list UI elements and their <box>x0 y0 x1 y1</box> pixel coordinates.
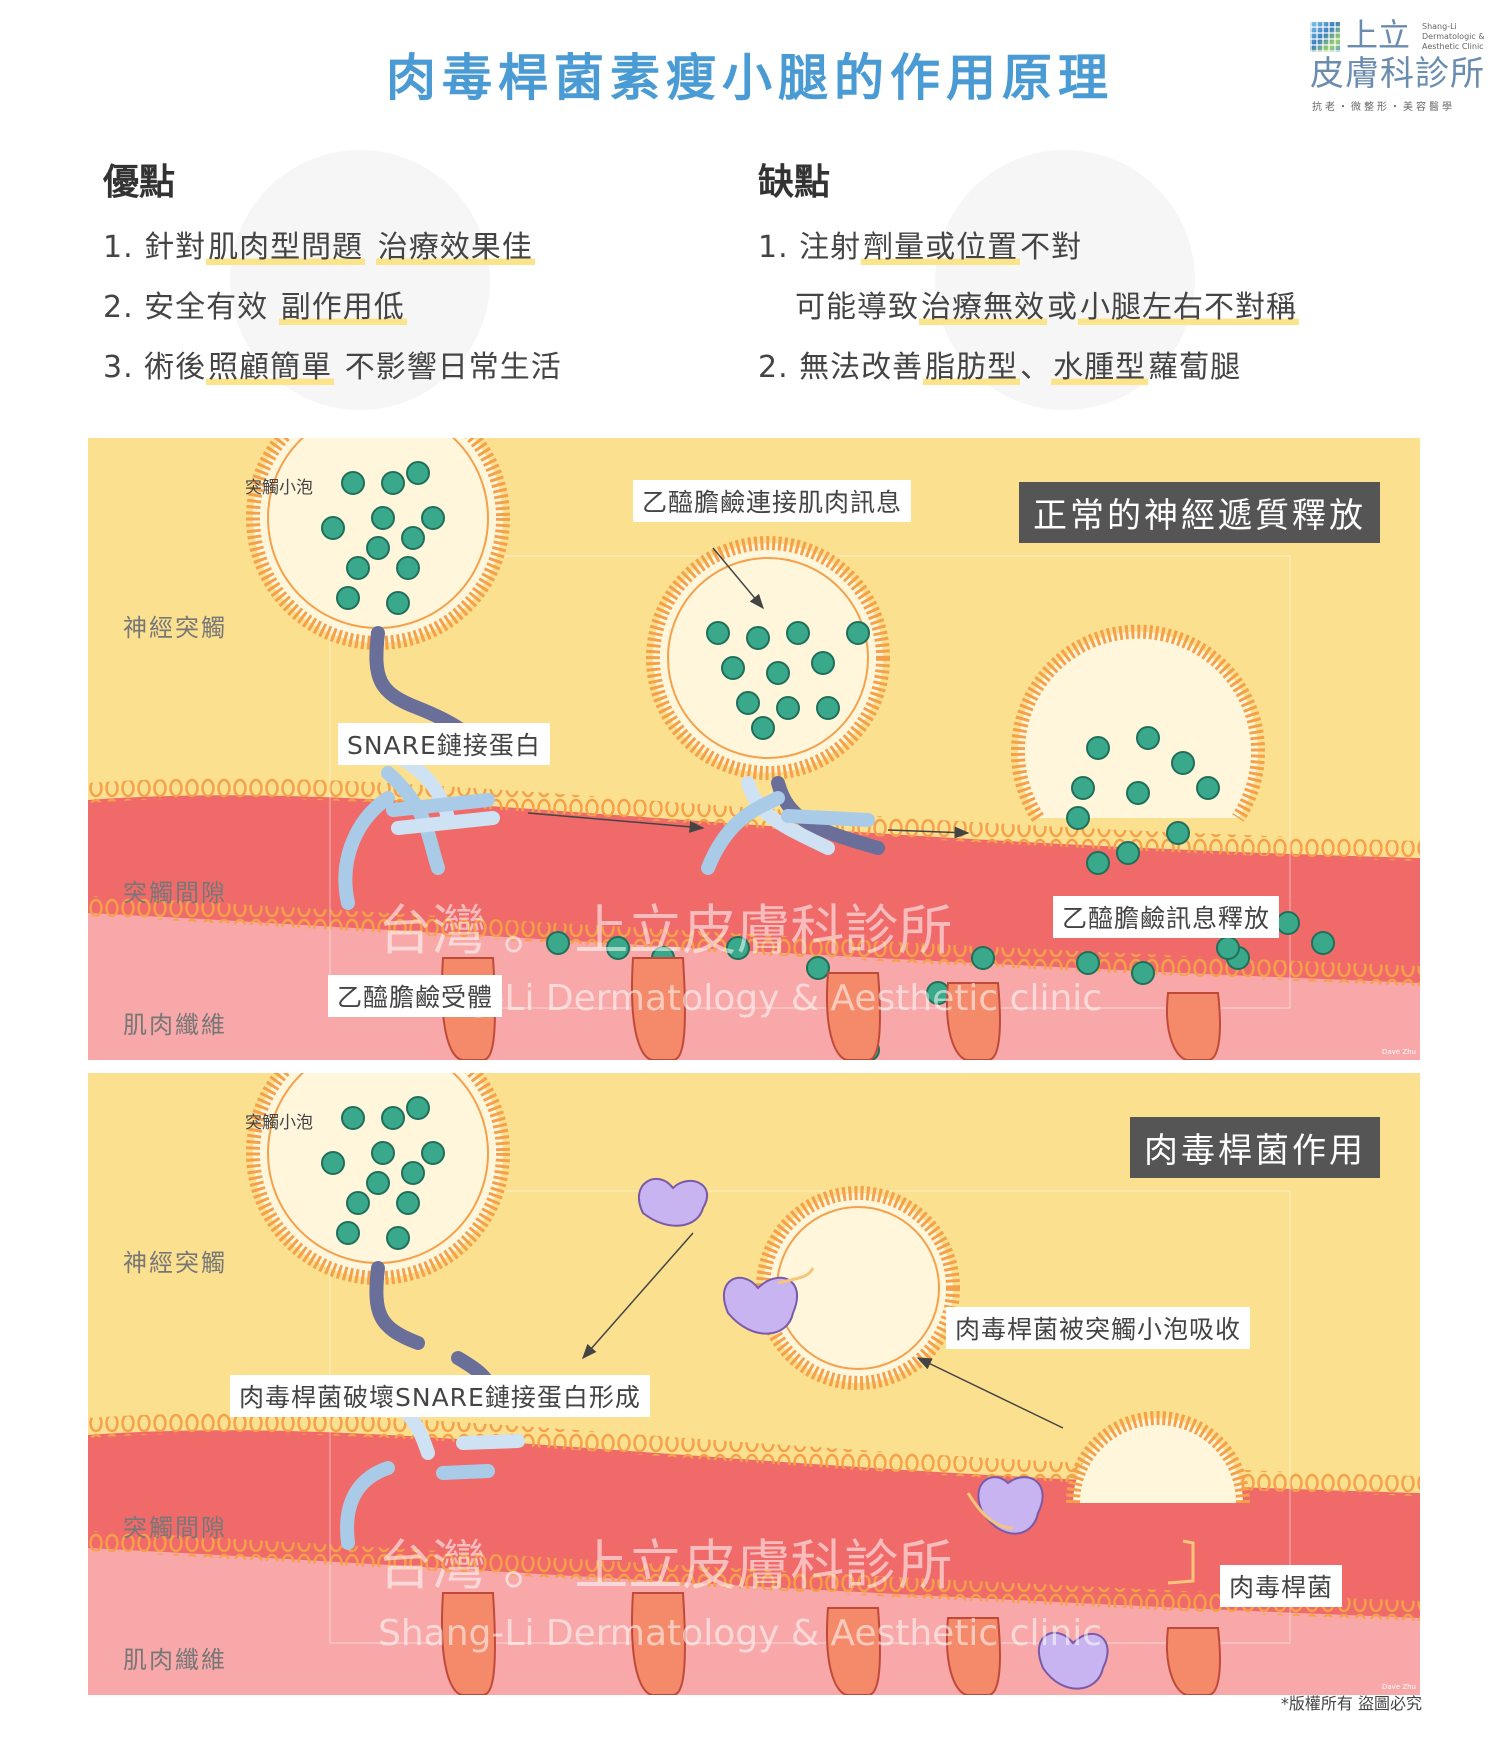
panel-title: 正常的神經遞質釋放 <box>1019 482 1380 543</box>
callout-ach-receptor: 乙醯膽鹼受體 <box>328 975 503 1017</box>
illustrator-credit: Dave Zhu <box>1381 1048 1416 1056</box>
callout-snare: SNARE鏈接蛋白 <box>338 723 550 765</box>
callout-toxin-absorbed: 肉毒桿菌被突觸小泡吸收 <box>946 1307 1251 1349</box>
cons-item-1: 1. 注射劑量或位置不對 <box>758 230 1083 265</box>
toxin-light-chain <box>777 1267 1195 1585</box>
synaptic-vesicle-fusing <box>1011 624 1265 822</box>
acetylcholine-receptors <box>441 957 1221 1060</box>
callout-ach-release: 乙醯膽鹼訊息釋放 <box>1053 896 1280 938</box>
watermark-cn: 台灣 。 上立皮膚科診所 <box>378 1534 953 1597</box>
panel-normal-release: 台灣 。 上立皮膚科診所 Shang-Li Dermatology & Aest… <box>88 438 1420 1060</box>
pros-item-1: 1. 針對肌肉型問題 治療效果佳 <box>103 230 535 265</box>
watermark-en: Shang-Li Dermatology & Aesthetic clinic <box>378 1613 1103 1654</box>
pros-heading: 優點 <box>103 162 176 203</box>
page-title: 肉毒桿菌素瘦小腿的作用原理 <box>386 49 1114 107</box>
postsynaptic-membrane <box>88 896 1420 986</box>
side-label-cleft: 突觸間隙 <box>123 1514 227 1542</box>
side-label-synapse: 神經突觸 <box>123 614 227 642</box>
acetylcholine-molecules <box>321 461 1335 1060</box>
snare-protein-2 <box>701 776 885 875</box>
side-label-muscle: 肌肉纖維 <box>123 1646 227 1674</box>
side-label-muscle: 肌肉纖維 <box>123 1011 227 1039</box>
clinic-logo: 上立 Shang-Li Dermatologic & Aesthetic Cli… <box>1310 16 1490 113</box>
acetylcholine-receptors <box>441 1592 1221 1695</box>
cons-item-1-cont: 可能導致治療無效或小腿左右不對稱 <box>795 290 1299 325</box>
copyright-note: *版權所有 盜圖必究 <box>1280 1694 1422 1713</box>
panel-botox-action: 台灣 。 上立皮膚科診所 Shang-Li Dermatology & Aest… <box>88 1073 1420 1695</box>
panel-title: 肉毒桿菌作用 <box>1130 1117 1380 1178</box>
synaptic-vesicle-fusing <box>1066 1411 1250 1504</box>
cons-item-2: 2. 無法改善脂肪型、水腫型蘿蔔腿 <box>758 350 1242 385</box>
callout-snare-destroyed: 肉毒桿菌破壞SNARE鏈接蛋白形成 <box>230 1375 650 1417</box>
cons-heading: 缺點 <box>758 162 831 203</box>
illustrator-credit: Dave Zhu <box>1381 1683 1416 1691</box>
vesicle-label: 突觸小泡 <box>245 478 313 498</box>
logo-tagline: 抗老・微整形・美容醫學 <box>1312 102 1455 113</box>
logo-name-en: Shang-Li Dermatologic & Aesthetic Clinic <box>1422 22 1485 51</box>
callout-botulinum: 肉毒桿菌 <box>1220 1565 1343 1607</box>
pros-item-2: 2. 安全有效 副作用低 <box>103 290 407 325</box>
logo-name-main: 皮膚科診所 <box>1310 54 1485 94</box>
muscle-fiber <box>88 913 1420 1060</box>
pros-item-3: 3. 術後照顧簡單 不影響日常生活 <box>103 350 562 385</box>
acetylcholine-molecules <box>321 1096 445 1250</box>
synaptic-vesicle-toxin <box>756 1186 960 1390</box>
botulinum-toxin-molecules <box>637 1177 1109 1690</box>
postsynaptic-membrane <box>88 1531 1420 1621</box>
watermark-cn: 台灣 。 上立皮膚科診所 <box>378 899 953 962</box>
vesicle-label: 突觸小泡 <box>245 1113 313 1133</box>
presynaptic-membrane <box>88 778 1420 861</box>
callout-ach-message: 乙醯膽鹼連接肌肉訊息 <box>633 480 912 522</box>
logo-name-top: 上立 <box>1346 16 1411 54</box>
side-label-cleft: 突觸間隙 <box>123 879 227 907</box>
logo-mosaic-icon <box>1310 22 1340 52</box>
side-label-synapse: 神經突觸 <box>123 1249 227 1277</box>
